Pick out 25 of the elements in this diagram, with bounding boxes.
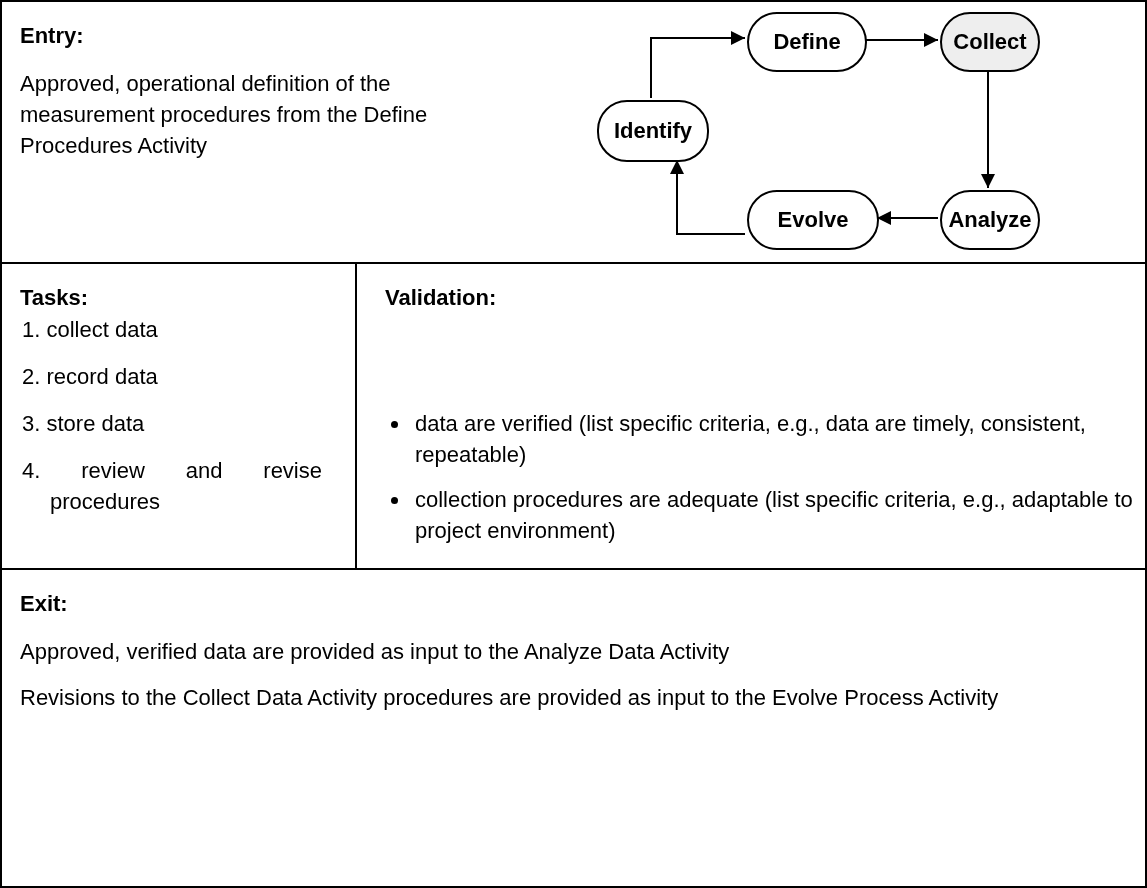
process-pill: Identify xyxy=(597,100,709,162)
section-heading: Entry: xyxy=(20,22,85,50)
section-heading: Tasks: xyxy=(20,284,90,312)
list-item: 3. store data xyxy=(22,410,146,438)
list-item: 2. record data xyxy=(22,363,159,391)
process-pill: Evolve xyxy=(747,190,879,250)
section-heading: Exit: xyxy=(20,590,69,618)
arrow xyxy=(876,211,939,225)
body-text: Approved, verified data are provided as input to the Analyze Data Activity xyxy=(20,638,731,666)
body-text: Approved, operational definition of the measurement procedures from the Define Procedures Activity xyxy=(20,70,429,160)
arrow xyxy=(981,69,995,189)
bullet-text: collection procedures are adequate (list specific criteria, e.g., adaptable to project environment) xyxy=(415,486,1134,545)
exit-panel xyxy=(0,568,1147,888)
process-pill: Define xyxy=(747,12,867,72)
process-pill: Collect xyxy=(940,12,1040,72)
arrow xyxy=(650,31,746,99)
list-item: 1. collect data xyxy=(22,316,159,344)
list-item: 4. review and revise procedures xyxy=(22,457,322,516)
arrow xyxy=(670,159,746,235)
section-heading: Validation: xyxy=(385,284,498,312)
bullet-text: data are verified (list specific criteria, e.g., data are timely, consistent, repeatable) xyxy=(415,410,1087,469)
body-text: Revisions to the Collect Data Activity procedures are provided as input to the Evolve Process Activity xyxy=(20,684,1000,712)
arrow xyxy=(864,33,939,47)
process-pill: Analyze xyxy=(940,190,1040,250)
entry-panel xyxy=(0,0,1147,264)
